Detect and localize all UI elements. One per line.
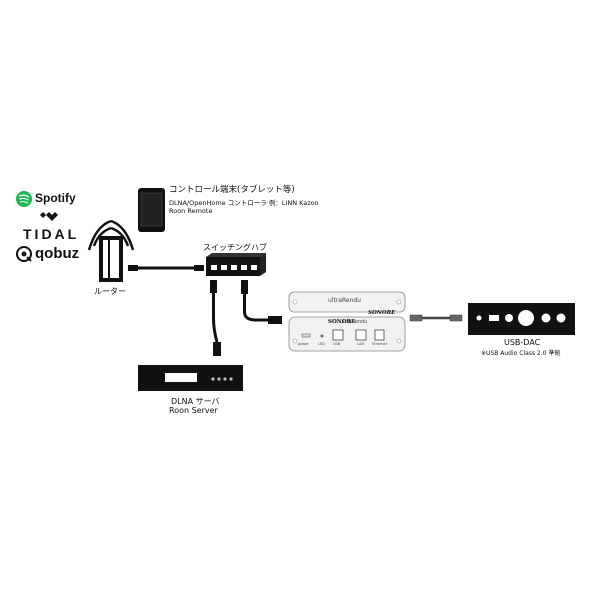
renderer-port-label: USB <box>333 342 341 346</box>
renderer-top-panel <box>288 291 406 313</box>
cable-switch-server <box>210 280 221 356</box>
dlna-server-icon <box>138 365 243 391</box>
switch-label: スイッチングハブ <box>203 243 267 252</box>
router-icon <box>87 219 135 282</box>
renderer-top-brand: SONORE <box>328 319 356 325</box>
server-label-line1: DLNA サーバ <box>171 397 220 406</box>
tablet-icon <box>138 188 165 232</box>
renderer-port-label: LAN <box>357 342 365 346</box>
cable-router-switch <box>128 265 204 271</box>
renderer-front-brand: SONORE <box>368 310 396 316</box>
router-label: ルーター <box>94 287 126 296</box>
controller-line2: Roon Remote <box>169 207 213 215</box>
usb-dac-icon <box>468 303 575 335</box>
server-label-line2: Roon Server <box>169 406 218 415</box>
usb-dac-note: ※USB Audio Class 2.0 準拠 <box>481 350 561 357</box>
controller-line1: DLNA/OpenHome コントローラ 例：LINN Kazoo <box>169 199 319 207</box>
renderer-top-model: ultraRendu <box>328 297 361 304</box>
usb-cable <box>409 314 463 322</box>
controller-title: コントロール端末(タブレット等) <box>169 185 295 195</box>
qobuz-label: qobuz <box>35 245 80 262</box>
tidal-logo-icon <box>40 212 58 221</box>
switching-hub-icon <box>206 253 266 276</box>
tidal-label: TIDAL <box>23 226 80 242</box>
renderer-front-model: ultraRendu <box>340 319 368 325</box>
renderer-front-panel <box>288 316 406 352</box>
renderer-port-label: Ethernet <box>372 342 388 346</box>
renderer-port-label: power <box>298 342 309 346</box>
usb-dac-title: USB-DAC <box>504 338 541 347</box>
cable-switch-renderer <box>241 280 282 324</box>
qobuz-logo-icon <box>16 246 32 262</box>
spotify-logo-icon <box>16 191 32 207</box>
renderer-port-label: LED <box>318 342 325 346</box>
spotify-label: Spotify <box>35 191 76 205</box>
